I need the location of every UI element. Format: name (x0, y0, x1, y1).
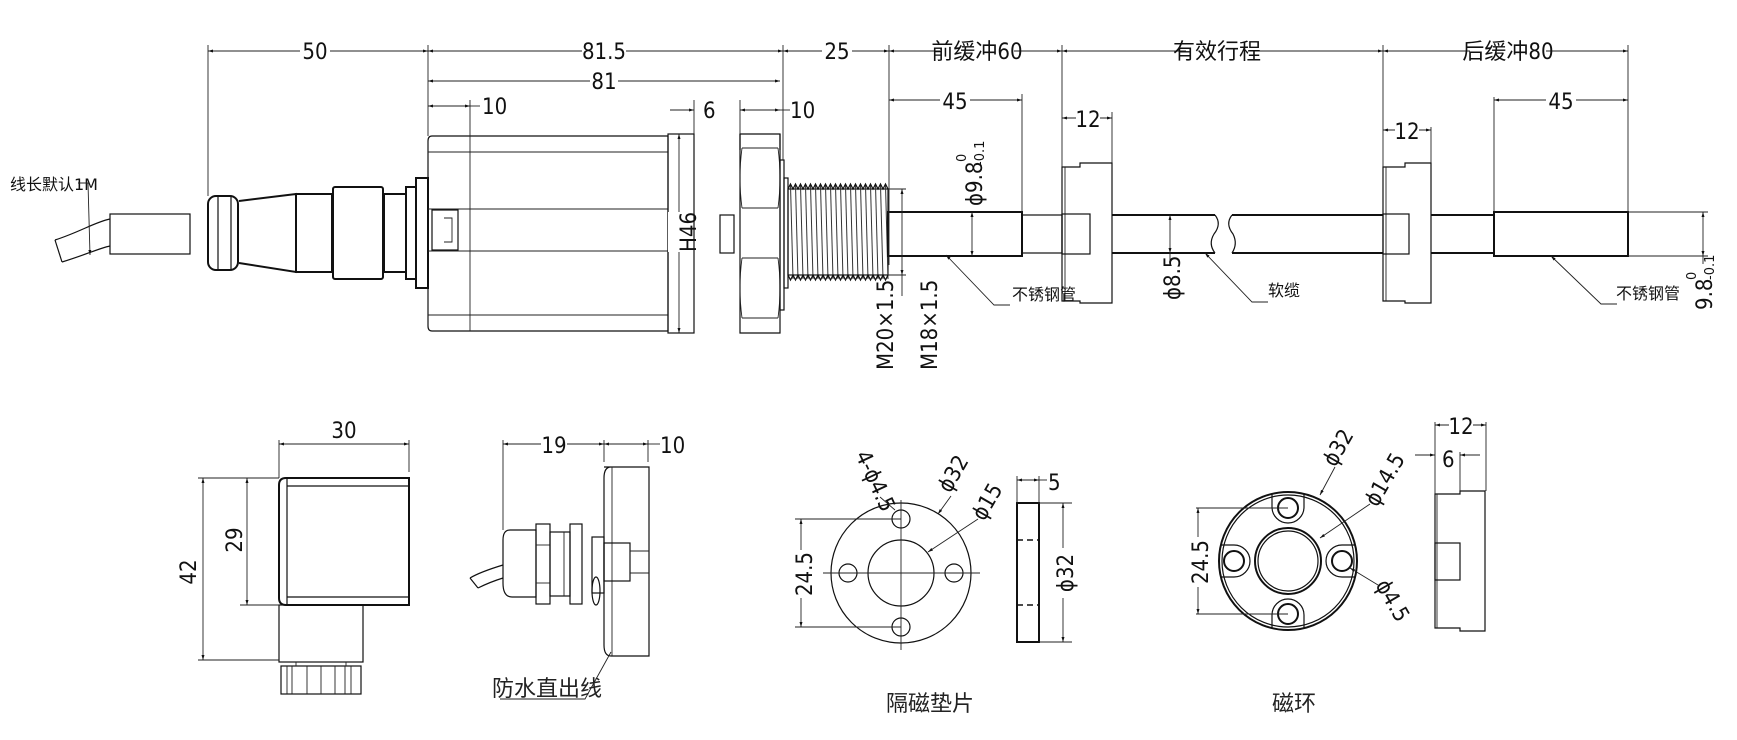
thread-crest (787, 182, 889, 191)
waterproof-view: 19 10 防水直出线 (469, 432, 685, 702)
thread (787, 182, 889, 282)
thread-line (845, 184, 849, 280)
dim-ring-outer: ϕ32 (1319, 425, 1360, 471)
label-stainless-tube-front: 不锈钢管 (1012, 285, 1076, 304)
rear-ring (1382, 162, 1432, 304)
dim-cable-dia: ϕ8.5 (1161, 255, 1186, 300)
dim-effective-stroke: 有效行程 (1173, 40, 1261, 65)
dim-connector-end: 10 (482, 95, 507, 120)
cable-note: 线长默认1M (10, 175, 98, 256)
dim-spacer-outer: ϕ32 (934, 451, 975, 497)
front-tube (887, 211, 1063, 257)
dim-tube-dia-rear-group: 9.8 0 -0.1 (1685, 255, 1718, 310)
thread-line (840, 184, 844, 280)
sensor-body (427, 133, 889, 334)
dimensions-main: 50 81.5 25 前缓冲60 有效行程 后缓冲80 81 (207, 38, 1718, 370)
rear-tube (1431, 211, 1629, 257)
thread-line (820, 184, 824, 280)
dim-front-ring: 12 (1075, 108, 1100, 133)
dim-ring-pitch: 24.5 (1189, 540, 1214, 584)
thread-line (825, 184, 829, 280)
dim-gland: 19 (541, 434, 566, 459)
soft-cable (1112, 214, 1383, 254)
dim-spacer-side-dia: ϕ32 (1054, 554, 1079, 592)
dim-front-buffer: 前缓冲60 (931, 40, 1022, 65)
dim-thread-m20: M20×1.5 (874, 280, 899, 370)
tol-lower-rear: -0.1 (1703, 255, 1718, 280)
dim-rear-buffer: 后缓冲80 (1462, 40, 1553, 65)
thread-line (790, 184, 794, 280)
dim-connector-height-body: 29 (223, 527, 248, 552)
thread-line (880, 184, 884, 280)
dim-connector-width: 30 (331, 419, 356, 444)
dim-thread-m18: M18×1.5 (918, 280, 943, 370)
thread-line (815, 184, 819, 280)
thread-line (875, 184, 879, 280)
dim-spacer-inner: ϕ15 (968, 479, 1009, 525)
dim-rear-ring: 12 (1394, 120, 1419, 145)
connector-view: 30 42 29 (177, 419, 410, 695)
dim-spacer-thickness: 5 (1048, 471, 1061, 496)
ring-title: 磁环 (1272, 692, 1316, 717)
thread-crest (787, 273, 889, 282)
dim-tube-dia-front: ϕ9.8 (963, 161, 988, 206)
thread-line (795, 184, 799, 280)
dim-ring-width: 12 (1448, 415, 1473, 440)
dim-tube-dia-rear: 9.8 (1693, 279, 1718, 310)
cable-note-text: 线长默认1M (10, 175, 98, 194)
label-stainless-tube-rear: 不锈钢管 (1616, 284, 1680, 303)
dim-front-tube: 45 (942, 90, 967, 115)
label-soft-cable: 软缆 (1268, 281, 1300, 300)
tol-lower-front: -0.1 (973, 141, 988, 166)
dim-nut: 10 (790, 99, 815, 124)
spacer-view: 24.5 4-ϕ4.5 ϕ32 ϕ15 5 ϕ32 隔磁垫片 (788, 447, 1079, 717)
dim-hex: H46 (677, 212, 702, 252)
thread-line (850, 184, 854, 280)
dim-body: 81 (591, 70, 616, 95)
dim-connector-height-total: 42 (177, 559, 202, 584)
thread-line (800, 184, 804, 280)
tol-upper-rear: 0 (1685, 272, 1700, 280)
thread-line (855, 184, 859, 280)
dim-body-overall: 81.5 (582, 40, 626, 65)
ring-view: 24.5 ϕ32 ϕ14.5 ϕ4.5 12 6 磁环 (1186, 413, 1487, 717)
dim-plate: 10 (660, 434, 685, 459)
front-ring (1061, 162, 1113, 304)
dim-tube-dia-front-group: ϕ9.8 0 -0.1 (955, 141, 988, 206)
cable-tail (54, 213, 191, 263)
dim-cable-length: 50 (302, 40, 327, 65)
thread-line (835, 184, 839, 280)
thread-line (860, 184, 864, 280)
dim-ring-step: 6 (1442, 448, 1455, 473)
thread-line (870, 184, 874, 280)
spacer-title: 隔磁垫片 (886, 692, 974, 717)
thread-line (865, 184, 869, 280)
dim-ring-hole: ϕ4.5 (1370, 576, 1414, 627)
dim-rear-tube: 45 (1548, 90, 1573, 115)
thread-line (805, 184, 809, 280)
thread-line (830, 184, 834, 280)
thread-line (810, 184, 814, 280)
connector-plug (207, 177, 429, 289)
thread-line (885, 184, 889, 280)
main-side-view: 线长默认1M (10, 38, 1718, 370)
dim-spacer-pitch: 24.5 (793, 552, 818, 596)
dim-thread-length: 25 (824, 40, 849, 65)
tol-upper-front: 0 (955, 154, 970, 162)
dim-spacer-holes: 4-ϕ4.5 (850, 447, 900, 516)
label-waterproof-outlet: 防水直出线 (492, 677, 602, 702)
dim-nut-gap: 6 (703, 99, 716, 124)
dim-ring-inner: ϕ14.5 (1361, 449, 1411, 511)
